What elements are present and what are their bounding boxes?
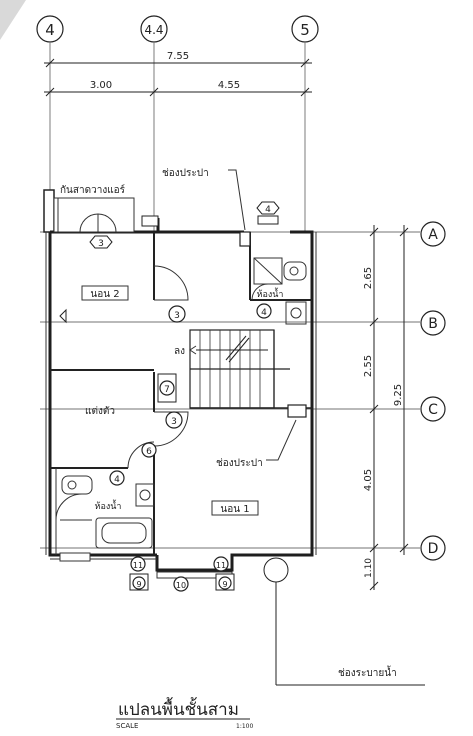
ac-shelf (53, 197, 159, 233)
svg-text:4.4: 4.4 (144, 23, 163, 37)
svg-text:D: D (428, 541, 439, 557)
interior-walls (50, 232, 312, 555)
tag-11-left: 11 (130, 556, 146, 572)
bedroom2-label: นอน 2 (90, 289, 119, 300)
tag-3-bedroom2: 3 (89, 235, 113, 249)
svg-text:4.55: 4.55 (218, 80, 240, 91)
svg-text:9: 9 (136, 580, 141, 589)
svg-text:2.65: 2.65 (363, 267, 374, 289)
svg-text:3: 3 (171, 417, 177, 427)
exterior-walls (43, 189, 317, 572)
bedroom2-box (81, 285, 129, 301)
svg-text:9.25: 9.25 (393, 384, 404, 406)
upper-bathroom-fixtures (239, 231, 307, 325)
page-corner-fold (0, 0, 26, 40)
leader-lines (59, 169, 297, 461)
svg-text:11: 11 (133, 561, 143, 570)
top-dimension-overall: 7.55 (44, 51, 312, 68)
top-dimension-split: 3.00 4.55 (44, 80, 312, 97)
svg-text:4.05: 4.05 (363, 469, 374, 491)
grid-row-c: C (420, 396, 446, 422)
grid-column-5: 5 (291, 15, 319, 232)
staircase (189, 329, 290, 409)
svg-text:11: 11 (216, 561, 226, 570)
tag-4-bath: 4 (256, 303, 272, 319)
svg-text:7.55: 7.55 (167, 51, 189, 62)
svg-text:B: B (428, 316, 438, 332)
tag-10: 10 (173, 576, 189, 592)
right-dimension-overall: 9.25 (393, 225, 409, 555)
bottom-openings (59, 552, 425, 686)
wardrobe-label: แต่งตัว (85, 406, 115, 417)
bedroom1-box (211, 500, 259, 516)
svg-text:4: 4 (114, 475, 120, 485)
tag-11-right: 11 (213, 556, 229, 572)
pipe-shaft-mid-label: ช่องประปา (216, 458, 263, 469)
svg-text:10: 10 (176, 581, 186, 590)
right-dimension-segments: 2.65 2.55 4.05 1.10 (363, 225, 379, 591)
pipe-shaft-top-label: ช่องประปา (162, 168, 209, 179)
pipe-shaft-box (287, 404, 307, 418)
tag-3-door-lower: 3 (165, 411, 183, 429)
stair-down-label: ลง (174, 346, 185, 357)
grid-column-4-4: 4.4 (140, 15, 168, 232)
tag-9-right: 9 (215, 573, 235, 591)
ac-shelf-label: กันสาดวางแอร์ (60, 184, 126, 196)
drain-label: ช่องระบายน้ำ (338, 665, 397, 679)
svg-text:4: 4 (45, 21, 55, 39)
svg-text:4: 4 (261, 308, 267, 318)
upper-bath-label: ห้องน้ำ (257, 287, 284, 300)
plan-title: แปลนพื้นชั้นสาม (118, 697, 239, 720)
grid-row-d: D (420, 535, 446, 561)
tag-4-lower-bath: 4 (109, 470, 125, 486)
svg-text:2.55: 2.55 (363, 355, 374, 377)
svg-text:1.10: 1.10 (364, 558, 374, 578)
tag-4-top: 4 (256, 201, 280, 225)
svg-text:C: C (428, 402, 438, 418)
grid-row-a: A (420, 221, 446, 247)
svg-text:3: 3 (98, 239, 104, 249)
tag-6: 6 (141, 442, 157, 458)
tag-3-door-upper: 3 (168, 305, 186, 323)
tag-7: 7 (157, 373, 177, 403)
lower-bath-label: ห้องน้ำ (95, 499, 122, 512)
tag-9-left: 9 (129, 573, 149, 591)
svg-text:3.00: 3.00 (90, 80, 112, 91)
grid-row-b: B (420, 310, 446, 336)
scale-value: 1:100 (236, 723, 253, 730)
svg-text:4: 4 (265, 205, 271, 215)
lower-bathroom-fixtures (60, 475, 155, 549)
svg-text:7: 7 (164, 385, 170, 395)
svg-text:5: 5 (300, 21, 310, 39)
svg-text:A: A (428, 227, 438, 243)
svg-text:9: 9 (222, 580, 227, 589)
scale-word: SCALE (116, 722, 138, 730)
svg-text:6: 6 (146, 447, 152, 457)
bedroom1-label: นอน 1 (220, 504, 249, 515)
svg-text:3: 3 (174, 311, 180, 321)
